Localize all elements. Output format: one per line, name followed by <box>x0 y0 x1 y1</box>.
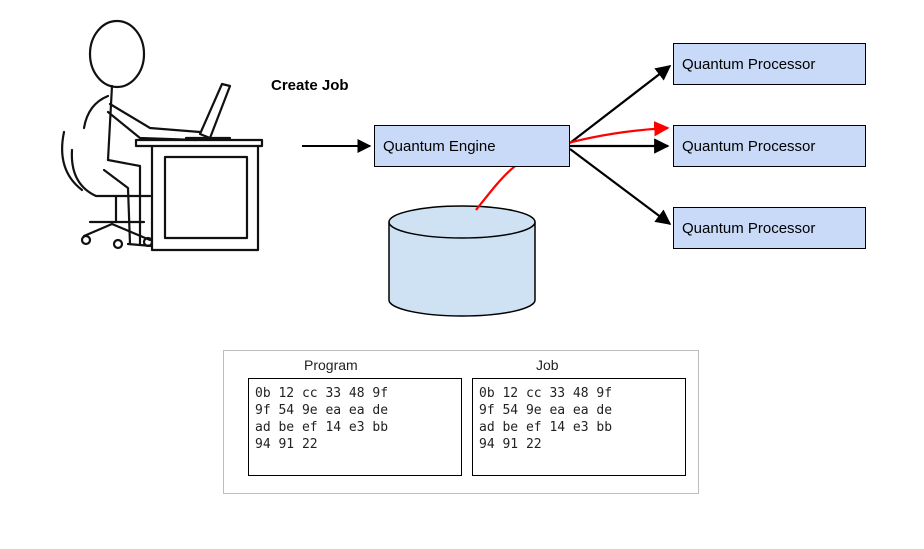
quantum-engine-box: Quantum Engine <box>374 125 570 167</box>
job-hex-box: 0b 12 cc 33 48 9f 9f 54 9e ea ea de ad b… <box>472 378 686 476</box>
quantum-processor-label-2: Quantum Processor <box>682 137 816 155</box>
quantum-processor-box-1: Quantum Processor <box>673 43 866 85</box>
quantum-processor-label-3: Quantum Processor <box>682 219 816 237</box>
program-hex-line-2: 9f 54 9e ea ea de <box>255 403 389 418</box>
job-hex-line-3: ad be ef 14 e3 bb <box>479 420 613 435</box>
engine-to-processor-3-arrow <box>569 148 672 225</box>
job-panel-title: Job <box>536 357 559 373</box>
job-hex-line-2: 9f 54 9e ea ea de <box>479 403 613 418</box>
program-hex-box: 0b 12 cc 33 48 9f 9f 54 9e ea ea de ad b… <box>248 378 462 476</box>
engine-to-processor-1-arrow <box>569 65 672 144</box>
database-icon <box>388 205 536 317</box>
program-hex-line-4: 94 91 22 <box>255 437 318 452</box>
program-panel-title: Program <box>304 357 358 373</box>
program-hex-line-1: 0b 12 cc 33 48 9f <box>255 386 389 401</box>
quantum-processor-box-2: Quantum Processor <box>673 125 866 167</box>
quantum-processor-label-1: Quantum Processor <box>682 55 816 73</box>
create-job-label: Create Job <box>271 77 349 94</box>
user-at-desk-icon <box>61 19 264 252</box>
program-hex-line-3: ad be ef 14 e3 bb <box>255 420 389 435</box>
job-hex-line-4: 94 91 22 <box>479 437 542 452</box>
program-job-data-panel: Program Job 0b 12 cc 33 48 9f 9f 54 9e e… <box>223 350 699 494</box>
job-hex-line-1: 0b 12 cc 33 48 9f <box>479 386 613 401</box>
quantum-engine-label: Quantum Engine <box>383 137 496 155</box>
quantum-processor-box-3: Quantum Processor <box>673 207 866 249</box>
